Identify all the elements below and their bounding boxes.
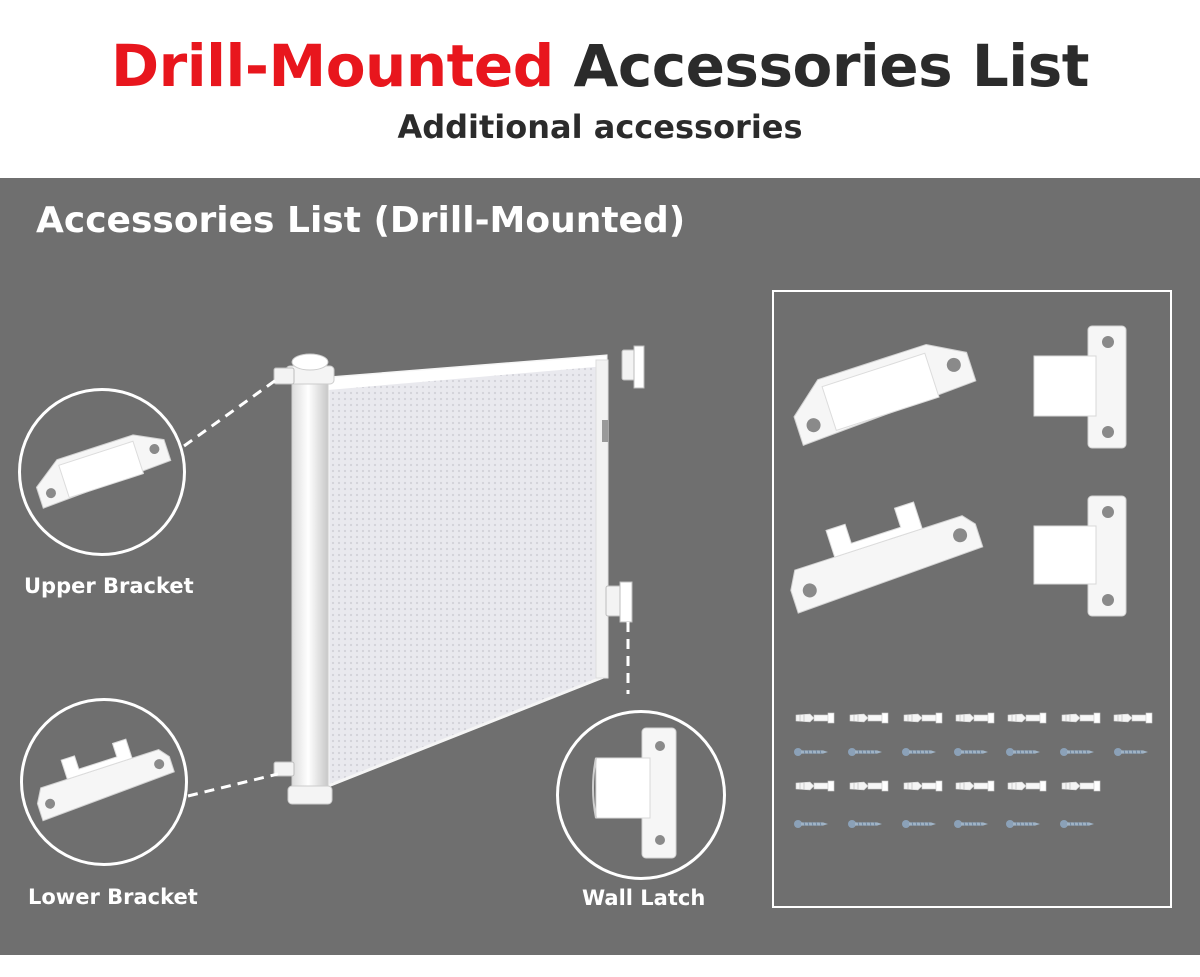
upper-bracket-icon [35,434,172,509]
kit-lower-bracket-icon [790,501,984,614]
kit-contents-box [772,290,1172,908]
header-band [0,0,1200,178]
lower-bracket-circle [20,698,188,866]
section-title: Accessories List (Drill-Mounted) [36,200,686,241]
title-accent: Drill-Mounted [111,32,554,100]
kit-upper-bracket-icon [793,343,977,447]
wall-anchors-row-2 [795,780,1101,792]
kit-wall-latch-icon [1033,325,1127,449]
upper-bracket-caption: Upper Bracket [24,574,194,598]
lower-bracket-icon [36,738,175,822]
wall-anchors-row-1 [795,712,1153,724]
footer-strip [0,955,1200,977]
upper-bracket-circle [18,388,186,556]
retractable-gate-icon [273,345,645,805]
page-title: Drill-Mounted Accessories List [0,28,1200,104]
wall-latch-caption: Wall Latch [582,886,706,910]
wall-latch-icon [592,727,677,859]
leader-lines [183,378,630,798]
screws-row-2 [793,819,1095,829]
title-rest: Accessories List [573,32,1089,100]
wall-latch-circle [556,710,726,880]
page-subtitle: Additional accessories [397,108,803,146]
screws-row-1 [793,747,1149,757]
lower-bracket-caption: Lower Bracket [28,885,198,909]
kit-wall-latch-2-icon [1033,495,1127,617]
